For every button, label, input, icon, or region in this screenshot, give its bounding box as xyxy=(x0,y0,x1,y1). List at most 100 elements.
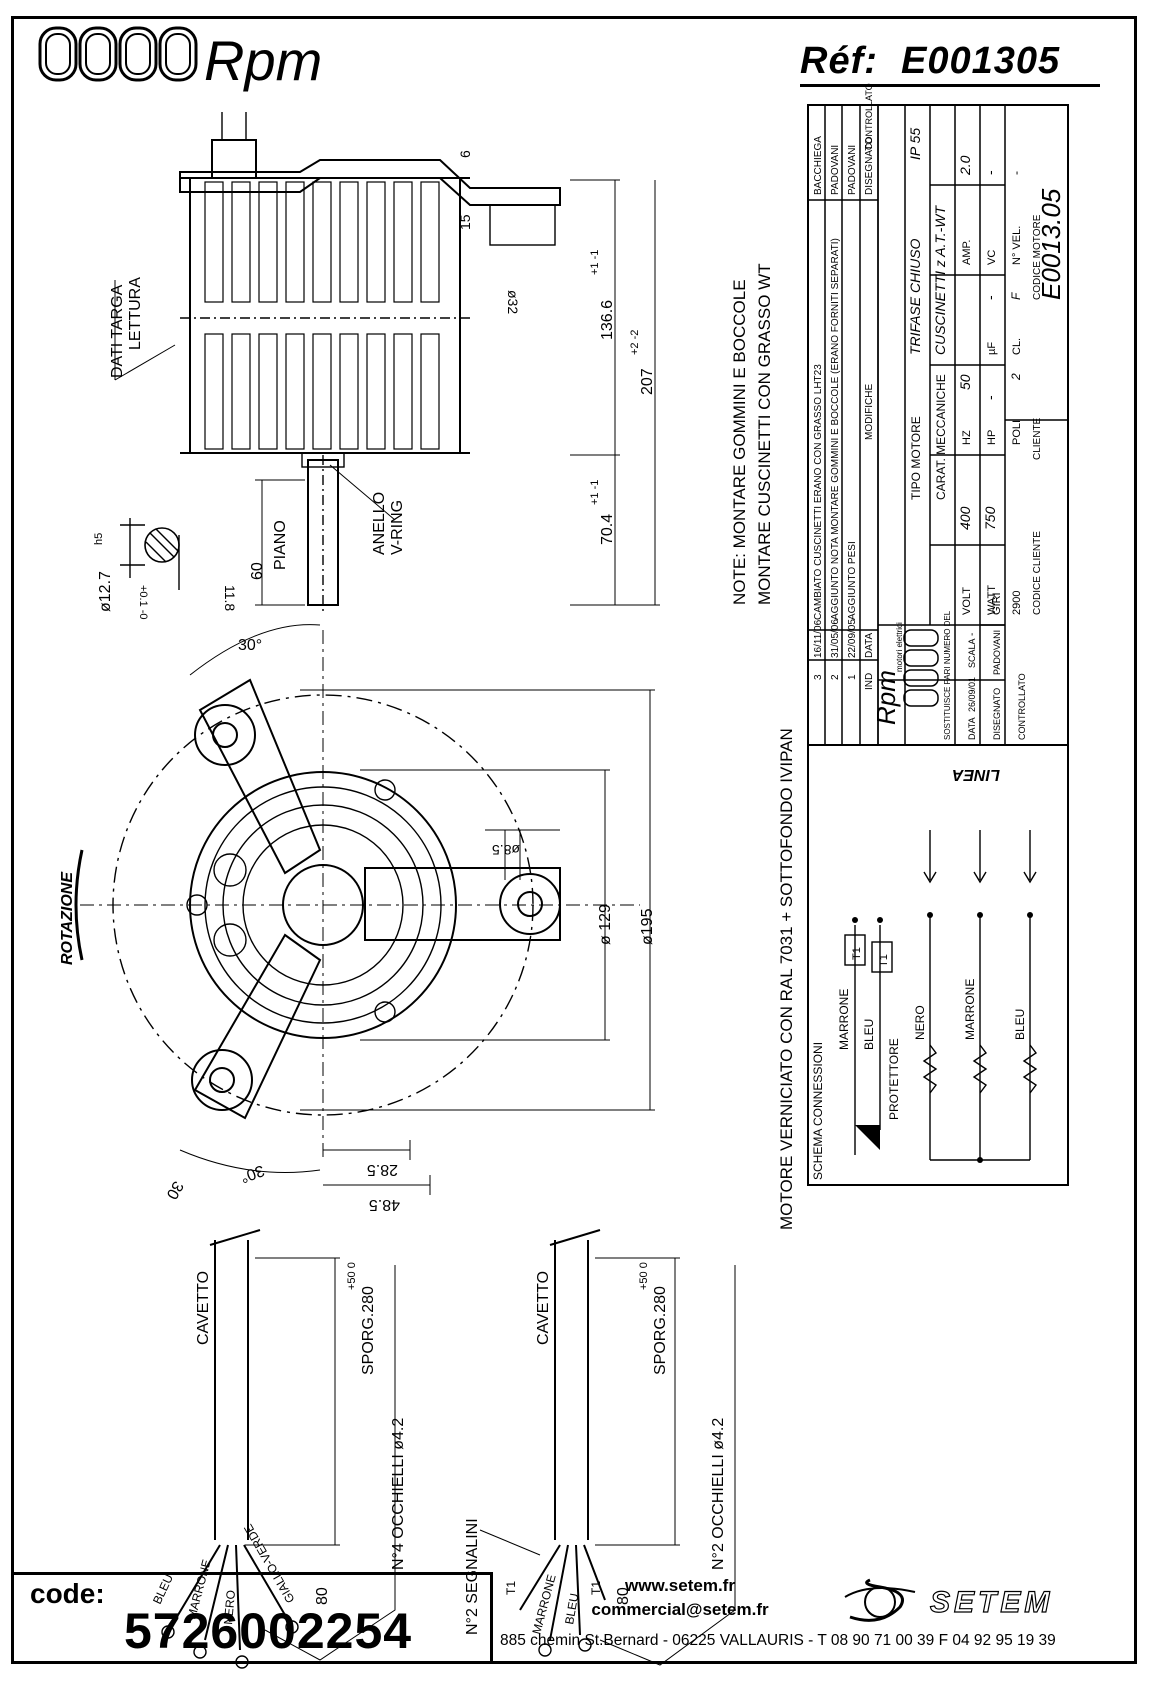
sporg-tol-1: +50 0 xyxy=(346,1262,358,1290)
sostituisce-value: - xyxy=(942,633,953,636)
schema-t1-b: T1 xyxy=(878,954,890,967)
setem-brand-text: SETEM xyxy=(930,1586,1053,1619)
hz-value: 50 xyxy=(957,374,973,390)
sporg-label-2: SPORG.280 xyxy=(652,1286,669,1375)
rev-2-by: PADOVANI xyxy=(830,145,841,195)
schema-title: SCHEMA CONNESSIONI xyxy=(811,1042,825,1180)
data-row-value: 26/09/01 xyxy=(967,677,977,712)
tipo-motore-label: TIPO MOTORE xyxy=(909,416,923,500)
dim-80-2: 80 xyxy=(615,1587,632,1605)
rev-1-by: PADOVANI xyxy=(847,145,858,195)
hz-label: HZ xyxy=(961,430,973,445)
controllato-row-label: CONTROLLATO xyxy=(1017,673,1027,740)
cl-label: CL. xyxy=(1011,338,1023,355)
watt-value: 750 xyxy=(982,506,998,530)
dim-207: 207 xyxy=(639,368,656,395)
shaft-fit: h5 xyxy=(93,533,105,545)
shaft-flat: 11.8 xyxy=(222,585,238,611)
side-view xyxy=(114,112,660,615)
dim-70: 70.4 xyxy=(599,514,616,545)
carat-value: CUSCINETTI z A.T.-WT xyxy=(932,204,948,355)
volt-value: 400 xyxy=(957,506,973,530)
dim-6: 6 xyxy=(457,150,473,158)
dia-195: ø195 xyxy=(639,908,656,945)
rev-3-date: 16/11/06 xyxy=(813,619,824,658)
rpm-brand-text: Rpm xyxy=(204,29,322,92)
sporg-tol-2: +50 0 xyxy=(638,1262,650,1290)
front-view xyxy=(74,624,655,1195)
schema-bleu-2: BLEU xyxy=(1013,1009,1027,1040)
scala-label: SCALA xyxy=(967,638,977,668)
anello-label: ANELLO xyxy=(371,492,388,555)
dim-60: 60 xyxy=(249,562,266,580)
schema-bleu: BLEU xyxy=(862,1019,876,1050)
cable-drawing-2 xyxy=(479,1229,736,1666)
dim-48-5: 48.5 xyxy=(369,1196,400,1213)
wire-label: NERO xyxy=(221,1590,238,1626)
ref-underline xyxy=(800,84,1100,87)
website-link[interactable]: www.setem.fr xyxy=(625,1576,735,1595)
giri-label: GIRI xyxy=(991,592,1003,615)
sostituisce-label: SOSTITUISCE PARI NUMERO DEL xyxy=(943,610,952,740)
volt-label: VOLT xyxy=(961,587,973,615)
ref-label: Réf: xyxy=(800,40,878,82)
schema-nero: NERO xyxy=(913,1005,927,1040)
dim-80-1: 80 xyxy=(314,1587,331,1605)
hp-value: - xyxy=(982,395,998,400)
schema-marrone-2: MARRONE xyxy=(963,979,977,1040)
occhielli-2: N°2 OCCHIELLI ø4.2 xyxy=(710,1418,727,1570)
piano-label: PIANO xyxy=(272,520,289,570)
note-line-1: NOTE: MONTARE GOMMINI E BOCCOLE xyxy=(730,279,749,605)
rev-1-date: 22/09/05 xyxy=(847,619,858,658)
rev-1-text: AGGIUNTO PESI xyxy=(847,541,858,620)
rev-3-text: CAMBIATO CUSCINETTI ERANO CON GRASSO LHT… xyxy=(813,364,824,620)
ind-label: IND xyxy=(864,673,875,690)
email-link[interactable]: commercial@setem.fr xyxy=(591,1600,769,1619)
dati-targa-label: DATI TARGA xyxy=(109,284,126,378)
setem-swoosh-icon xyxy=(844,1578,916,1622)
paint-note: MOTORE VERNICIATO CON RAL 7031 + SOTTOFO… xyxy=(777,728,796,1230)
cable-drawing-1 xyxy=(161,1229,396,1669)
code-value: 5726002254 xyxy=(124,1603,413,1659)
tipo-motore-value: TRIFASE CHIUSO xyxy=(907,238,923,355)
dim-28-5: 28.5 xyxy=(367,1161,398,1178)
disegnato-row-label: DISEGNATO xyxy=(992,688,1002,740)
title-block xyxy=(807,104,1069,1186)
vc-value: - xyxy=(982,170,998,175)
segnalini-label: N°2 SEGNALINI xyxy=(464,1518,481,1635)
uf-label: µF xyxy=(986,342,998,355)
codice-cliente-label: CODICE CLIENTE xyxy=(1032,531,1043,615)
giri-value-label: 2900 xyxy=(1011,591,1023,615)
data-row-label: DATA xyxy=(967,717,977,740)
vc-label: VC xyxy=(986,250,998,265)
hole-diameter: ø8.5 xyxy=(492,842,520,858)
rev-1-ind: 1 xyxy=(847,674,858,680)
code-box xyxy=(11,1572,493,1664)
code-label: code: xyxy=(30,1578,105,1609)
carat-label: CARAT. MECCANICHE xyxy=(934,374,948,500)
amp-label: AMP. xyxy=(961,240,973,265)
vel-label: N° VEL. xyxy=(1011,226,1023,265)
title-block-rpm-coil-icon xyxy=(903,629,939,707)
poli-value: 2 xyxy=(1009,373,1023,381)
shaft-diameter: ø12.7 xyxy=(97,571,114,612)
rev-2-text: AGGIUNTO NOTA MONTARE GOMMINI E BOCCOLE … xyxy=(830,238,841,620)
dim-136-tol: +1 -1 xyxy=(589,250,601,275)
ref-value: E001305 xyxy=(901,40,1061,82)
dim-15: 15 xyxy=(457,214,473,230)
cavetto-label-1: CAVETTO xyxy=(195,1271,212,1345)
poli-label: POLI xyxy=(1011,420,1023,445)
rev-2-ind: 2 xyxy=(830,674,841,680)
angle-30-arm: 30 xyxy=(163,1178,187,1202)
schema-marrone: MARRONE xyxy=(837,989,851,1050)
shaft-flat-tol: +0.1 -0 xyxy=(137,585,149,620)
v-ring-label: V-RING xyxy=(389,500,406,555)
codice-motore-label: CODICE MOTORE xyxy=(1032,214,1043,300)
note-line-2: MONTARE CUSCINETTI CON GRASSO WT xyxy=(755,263,774,605)
cliente-label: CLIENTE xyxy=(1032,417,1043,460)
schema-t1-a: T1 xyxy=(851,947,863,960)
uf-value: - xyxy=(982,295,998,300)
contact-block: www.setem.fr commercial@setem.fr xyxy=(560,1574,800,1622)
